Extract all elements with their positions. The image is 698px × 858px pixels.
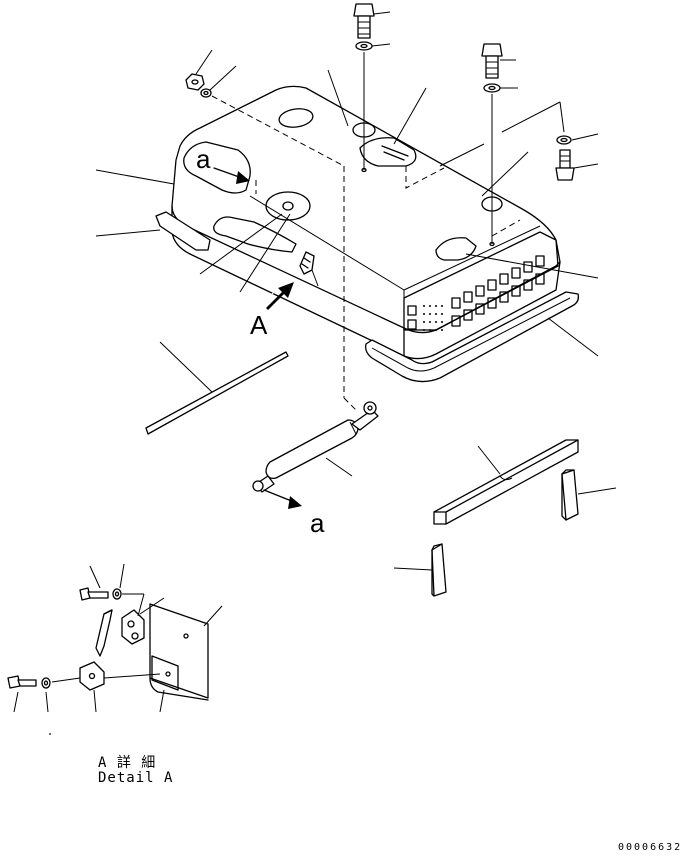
- section-arrow-top: [213, 167, 250, 184]
- view-arrow: [261, 282, 294, 310]
- detail-caption-ja: A 詳 細: [98, 755, 157, 771]
- bolt-hole-2: [489, 241, 495, 247]
- bolt-right: [555, 149, 575, 181]
- section-arrow-bottom: [263, 489, 302, 509]
- hidden-lines: [255, 166, 521, 411]
- seal-left: [155, 211, 211, 251]
- nut-left: [185, 73, 205, 91]
- view-arrow-letter: A: [250, 310, 268, 340]
- bolt-hole-1: [361, 167, 367, 173]
- bolt-top-2: [481, 43, 503, 79]
- nut-axis-left: [211, 95, 345, 167]
- gas-spring: [252, 401, 379, 493]
- section-mark-bottom: a: [310, 508, 325, 538]
- small-block-left: [431, 543, 447, 597]
- small-block-right: [561, 469, 579, 521]
- washer-top-1: [355, 41, 373, 51]
- washer-left: [200, 88, 212, 98]
- washer-right: [556, 135, 572, 145]
- engine-hood: [171, 85, 561, 360]
- detail-a: [7, 563, 223, 735]
- section-mark-top: a: [196, 144, 211, 174]
- long-block: [433, 439, 579, 525]
- seal-front: [364, 291, 580, 383]
- washer-top-2: [483, 83, 501, 93]
- leader-lines: [95, 11, 617, 571]
- document-number: 00006632: [618, 842, 683, 853]
- detail-caption-en: Detail A: [98, 770, 174, 786]
- bolt-top-1: [353, 3, 375, 39]
- grille-panel: [403, 231, 559, 331]
- hood-latch: [299, 251, 319, 287]
- weatherstrip: [145, 351, 289, 435]
